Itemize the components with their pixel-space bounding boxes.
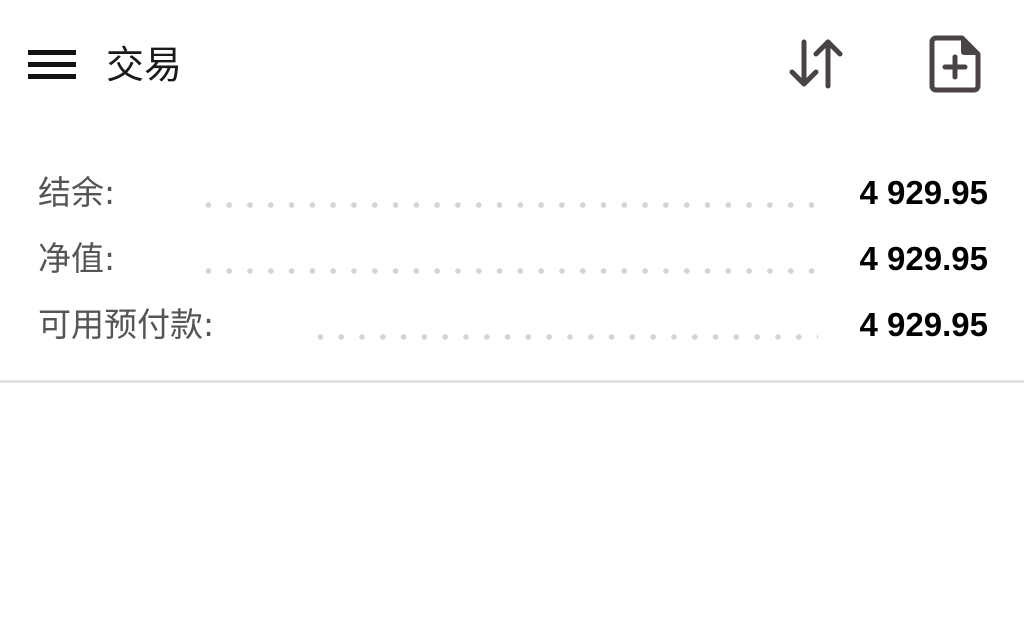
- balance-label: 结余:: [38, 173, 116, 212]
- equity-row: 净值: 4 929.95: [38, 234, 988, 284]
- equity-value: 4 929.95: [859, 240, 988, 277]
- free-margin-row: 可用预付款: 4 929.95: [38, 300, 988, 350]
- dotted-leader: [198, 202, 818, 208]
- equity-label: 净值:: [38, 239, 116, 278]
- dotted-leader: [198, 268, 818, 274]
- dotted-leader: [310, 334, 818, 340]
- new-order-button[interactable]: [928, 34, 984, 94]
- sort-button[interactable]: [788, 36, 854, 92]
- hamburger-menu-icon[interactable]: [28, 50, 76, 80]
- free-margin-label: 可用预付款:: [38, 305, 215, 344]
- free-margin-value: 4 929.95: [859, 306, 988, 343]
- top-toolbar: 交易: [0, 0, 1024, 130]
- sort-arrows-icon: [789, 39, 843, 89]
- page-title: 交易: [106, 43, 183, 87]
- balance-row: 结余: 4 929.95: [38, 168, 988, 218]
- section-divider: [0, 380, 1024, 383]
- file-add-icon: [929, 35, 981, 93]
- balance-value: 4 929.95: [859, 174, 988, 211]
